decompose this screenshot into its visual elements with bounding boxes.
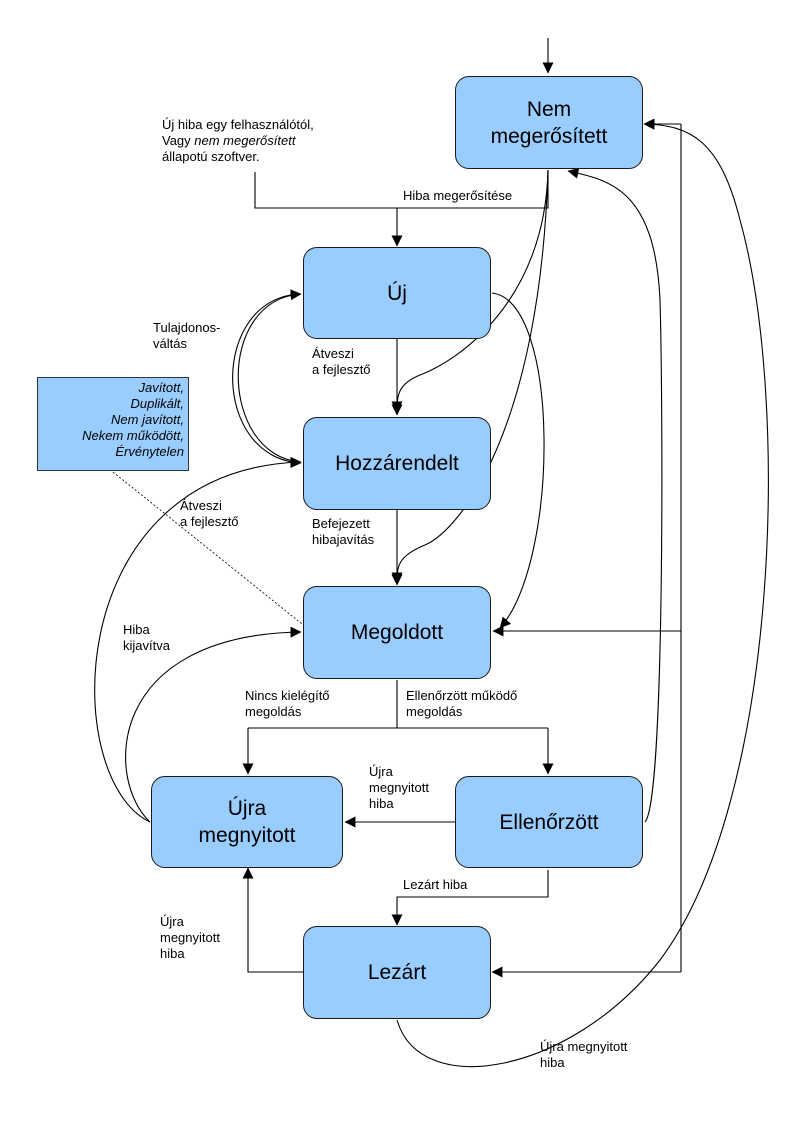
state-ujra-megnyitott[interactable]: Újra megnyitott [151,776,343,868]
state-megoldott[interactable]: Megoldott [303,586,491,679]
state-uj[interactable]: Új [303,247,491,339]
state-ellenorzott[interactable]: Ellenőrzött [455,776,643,868]
resolutions-note: Javított, Duplikált, Nem javított, Nekem… [37,377,189,471]
arrow-owner-change-up [237,289,302,463]
intro-line-2-italic: nem megerősített [194,133,296,148]
label-atveszi-2: Átveszi a fejlesztő [180,498,239,529]
label-befejezett: Befejezett hibajavítás [312,516,375,547]
arrow-megoldott-fork [248,680,548,729]
label-tulajdonos-valtas: Tulajdonos- váltás [153,320,221,351]
state-lezart[interactable]: Lezárt [303,926,491,1019]
arrow-nem-to-megoldott [391,169,549,584]
label-hiba-kijavitva: Hiba kijavítva [123,622,170,653]
arrow-ellenorzott-to-nem [567,167,663,823]
arrow-lezart-to-nem [396,118,769,1068]
intro-line-2: Vagy nem megerősített [162,133,314,149]
intro-note: Új hiba egy felhasználótól, Vagy nem meg… [162,117,314,165]
arrow-ellenorzott-to-lezart [391,870,549,926]
label-ujra-megnyitott-hiba-3: Újra megnyitott hiba [540,1039,628,1070]
arrow-ujra-to-megoldott [125,626,302,823]
label-hiba-megerositese: Hiba megerősítése [403,188,513,203]
arrow-ujra-to-hozzarendelt [94,456,302,823]
state-hozzarendelt[interactable]: Hozzárendelt [303,417,491,510]
arrow-nem-to-hozzarendelt [391,169,549,413]
label-ujra-megnyitott-hiba-2: Újra megnyitott hiba [160,914,220,961]
intro-line-3: állapotú szoftver. [162,149,260,164]
label-nincs-kielegito: Nincs kielégítő megoldás [245,688,330,719]
arrow-lezart-to-ujra [242,867,303,973]
arrow-uj-to-megoldott [491,292,545,629]
label-lezart-hiba: Lezárt hiba [403,877,468,892]
arrow-intro-to-uj [254,172,403,247]
arrow-owner-change-down [232,293,302,468]
intro-line-2-prefix: Vagy [162,133,195,148]
state-nem-megerositett[interactable]: Nem megerősített [455,76,643,169]
label-atveszi-1: Átveszi a fejlesztő [312,346,371,377]
intro-line-1: Új hiba egy felhasználótól, [162,117,314,132]
label-ellenorzott-mukodo: Ellenőrzött működő megoldás [406,688,518,719]
note-connector [112,471,303,625]
label-ujra-megnyitott-hiba-1: Újra megnyitott hiba [369,764,429,811]
